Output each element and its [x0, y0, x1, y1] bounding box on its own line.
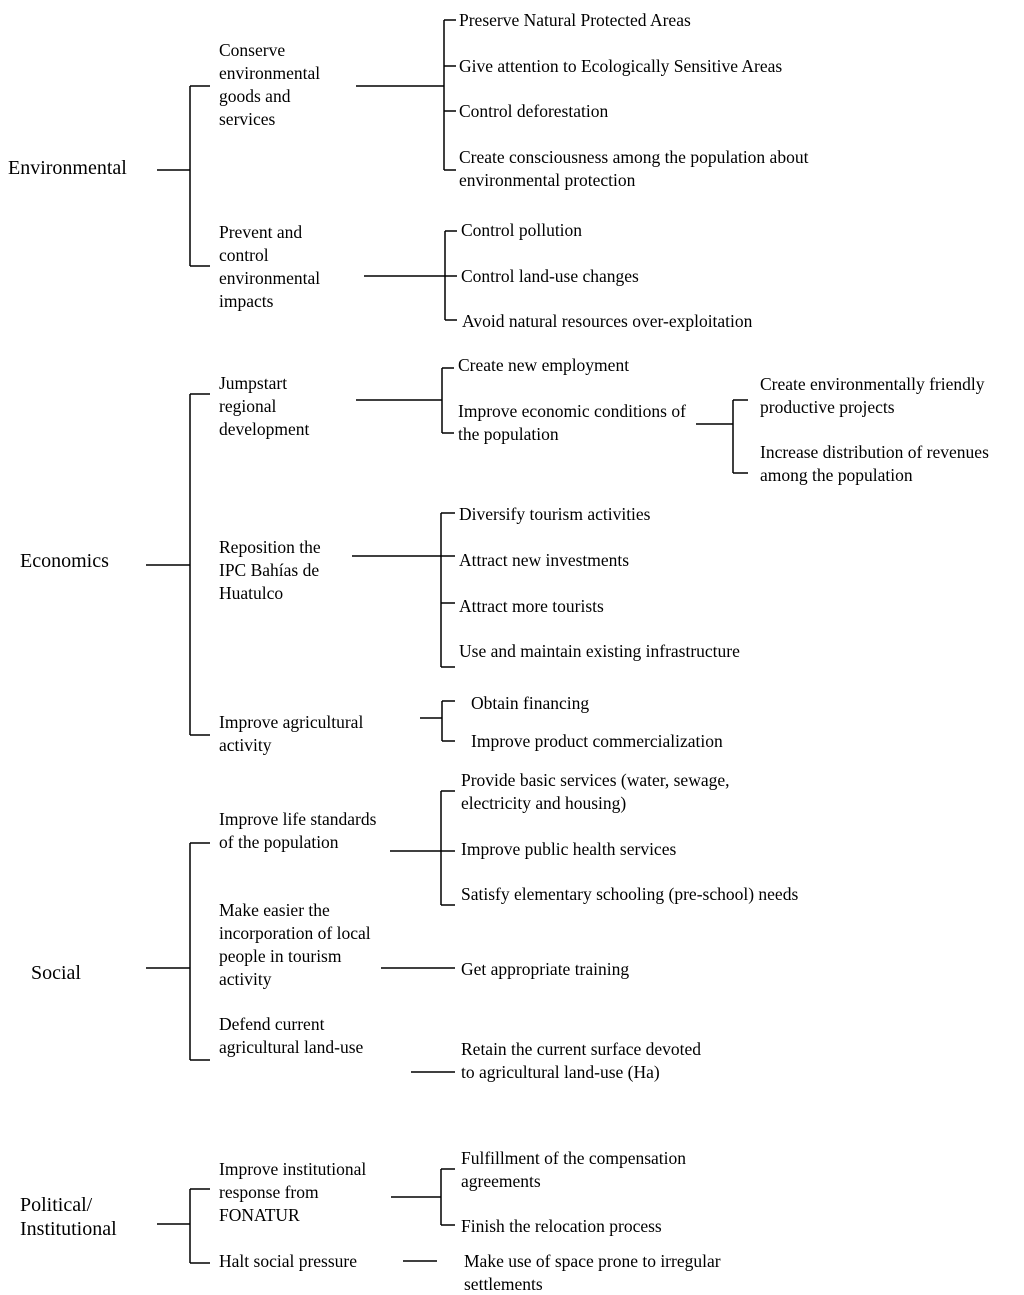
action-revenue-distribution: Increase distribution of revenues among … [760, 442, 989, 485]
action-public-health: Improve public health services [461, 839, 677, 859]
action-new-employment: Create new employment [458, 355, 630, 375]
dimension-social: Social [31, 962, 81, 984]
action-compensation-agreements: Fulfillment of the compensation agreemen… [461, 1148, 687, 1191]
objective-agricultural-activity: Improve agricultural activity [219, 712, 364, 755]
action-sensitive-areas: Give attention to Ecologically Sensitive… [459, 56, 783, 76]
objective-institutional-response: Improve institutional response from FONA… [219, 1159, 367, 1225]
action-product-commercialization: Improve product commercialization [471, 731, 723, 751]
action-relocation-process: Finish the relocation process [461, 1216, 662, 1236]
dimension-political-institutional: Political/ Institutional [20, 1194, 117, 1240]
action-avoid-over-exploitation: Avoid natural resources over-exploitatio… [462, 311, 753, 331]
action-friendly-projects: Create environmentally friendly producti… [760, 374, 985, 417]
action-maintain-infrastructure: Use and maintain existing infrastructure [459, 641, 740, 661]
dimension-environmental: Environmental [8, 157, 127, 179]
objective-defend-land-use: Defend current agricultural land-use [219, 1014, 364, 1057]
objective-reposition: Reposition the IPC Bahías de Huatulco [219, 537, 321, 603]
action-economic-conditions: Improve economic conditions of the popul… [458, 401, 686, 444]
objective-life-standards: Improve life standards of the population [219, 809, 377, 852]
objective-conserve: Conserve environmental goods and service… [219, 40, 321, 129]
action-irregular-settlements: Make use of space prone to irregular set… [464, 1251, 721, 1294]
objective-halt-social-pressure: Halt social pressure [219, 1251, 358, 1271]
objective-prevent-impacts: Prevent and control environmental impact… [219, 222, 321, 311]
action-obtain-financing: Obtain financing [471, 693, 590, 713]
dimension-economics: Economics [20, 550, 109, 572]
action-retain-agricultural-surface: Retain the current surface devoted to ag… [461, 1039, 702, 1082]
action-attract-tourists: Attract more tourists [459, 596, 604, 616]
action-control-deforestation: Control deforestation [459, 101, 609, 121]
action-attract-investments: Attract new investments [459, 550, 630, 570]
action-control-pollution: Control pollution [461, 220, 583, 240]
objective-local-incorporation: Make easier the incorporation of local p… [219, 900, 371, 989]
action-diversify-tourism: Diversify tourism activities [459, 504, 651, 524]
action-create-consciousness: Create consciousness among the populatio… [459, 147, 809, 190]
action-appropriate-training: Get appropriate training [461, 959, 630, 979]
action-preserve-protected-areas: Preserve Natural Protected Areas [459, 10, 691, 30]
action-elementary-schooling: Satisfy elementary schooling (pre-school… [461, 884, 799, 904]
objective-jumpstart: Jumpstart regional development [219, 373, 310, 439]
action-control-land-use: Control land-use changes [461, 266, 639, 286]
action-basic-services: Provide basic services (water, sewage, e… [461, 770, 730, 813]
